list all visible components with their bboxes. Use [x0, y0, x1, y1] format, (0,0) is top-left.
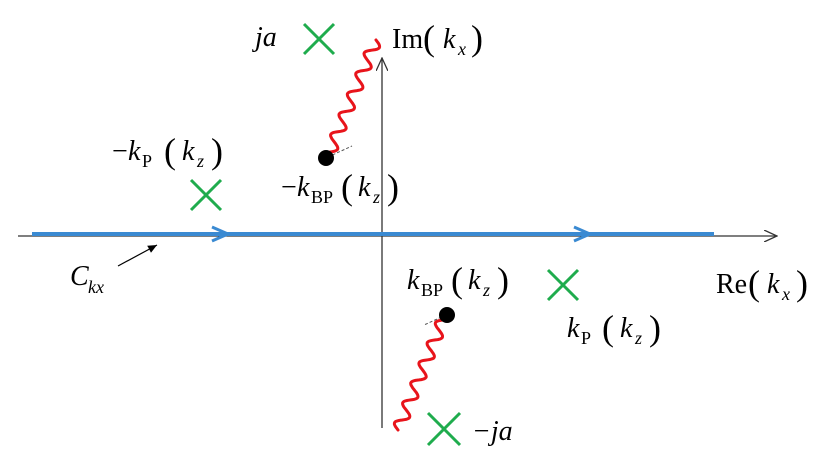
label-neg-kbp: − k BP ( k z ) — [281, 167, 399, 207]
svg-text:): ) — [649, 308, 661, 348]
label-imag-axis: Im ( k x ) — [392, 18, 483, 59]
label-neg-ja: −ja — [472, 416, 513, 447]
branch-point-connector-pos — [423, 314, 447, 326]
branch-point-connector-neg — [327, 145, 353, 158]
branch-cut-lower — [392, 318, 445, 432]
svg-text:(: ( — [341, 167, 353, 207]
svg-text:k: k — [620, 313, 633, 344]
integration-contour — [32, 225, 714, 243]
branch-point-pos — [439, 307, 455, 323]
contour-arrow-left — [211, 225, 232, 243]
branch-point-neg — [318, 150, 334, 166]
label-pos-kbp: k BP ( k z ) — [407, 260, 509, 300]
svg-text:z: z — [634, 328, 642, 348]
pole-marker-pos-kp — [546, 268, 580, 302]
label-real-axis: Re ( k x ) — [716, 263, 808, 304]
svg-text:Im: Im — [392, 24, 423, 55]
label-contour: C kx — [70, 261, 104, 297]
svg-text:P: P — [581, 328, 591, 348]
label-ja: ja — [252, 22, 277, 53]
svg-text:−: − — [112, 136, 128, 167]
svg-text:): ) — [471, 18, 483, 58]
svg-text:P: P — [142, 151, 152, 171]
svg-text:k: k — [128, 136, 141, 167]
svg-text:−: − — [281, 172, 297, 203]
svg-text:BP: BP — [311, 187, 333, 207]
label-neg-kp: − k P ( k z ) — [112, 131, 223, 171]
label-pos-kp: k P ( k z ) — [567, 308, 661, 348]
pole-marker-ja — [302, 22, 336, 56]
svg-text:): ) — [211, 131, 223, 171]
svg-text:(: ( — [602, 308, 614, 348]
svg-text:k: k — [358, 172, 371, 203]
svg-text:): ) — [387, 167, 399, 207]
contour-label-pointer — [117, 244, 158, 267]
svg-text:k: k — [767, 269, 780, 300]
pole-marker-neg-kp — [189, 178, 223, 212]
svg-text:k: k — [407, 265, 420, 296]
svg-text:(: ( — [451, 260, 463, 300]
svg-text:k: k — [297, 172, 310, 203]
svg-text:x: x — [457, 39, 466, 59]
svg-text:Re: Re — [716, 269, 747, 300]
svg-text:z: z — [196, 151, 204, 171]
svg-text:): ) — [497, 260, 509, 300]
pole-marker-neg-ja — [426, 411, 462, 447]
svg-text:k: k — [567, 313, 580, 344]
svg-text:x: x — [781, 284, 790, 304]
svg-text:BP: BP — [421, 280, 443, 300]
svg-text:C: C — [70, 261, 89, 292]
contour-arrow-right — [573, 225, 594, 243]
svg-text:k: k — [443, 24, 456, 55]
svg-text:kx: kx — [88, 277, 104, 297]
svg-text:(: ( — [748, 263, 760, 303]
svg-text:(: ( — [164, 131, 176, 171]
svg-text:): ) — [796, 263, 808, 303]
svg-text:z: z — [372, 187, 380, 207]
svg-text:(: ( — [423, 18, 435, 58]
svg-text:z: z — [482, 280, 490, 300]
svg-text:k: k — [182, 136, 195, 167]
branch-cut-upper — [328, 38, 382, 154]
svg-text:k: k — [468, 265, 481, 296]
